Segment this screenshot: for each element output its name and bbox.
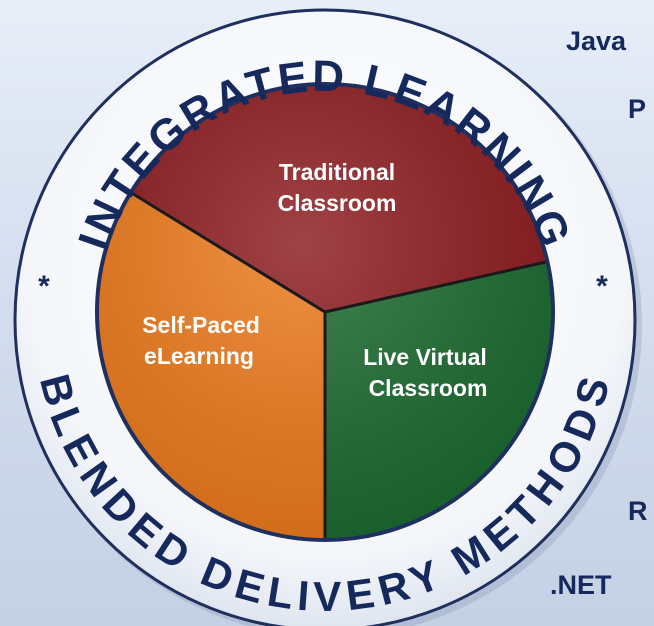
label-traditional-line1: Traditional [279, 159, 395, 185]
divider-line [129, 190, 326, 314]
label-livevirtual-line2: Classroom [369, 375, 488, 401]
side-text-p: P [628, 94, 647, 124]
pie-border [95, 82, 555, 542]
label-traditional-line2: Classroom [278, 190, 397, 216]
label-livevirtual-line1: Live Virtual [363, 344, 487, 370]
side-text-java: Java [566, 26, 627, 56]
divider-line [324, 260, 547, 314]
label-selfpaced-line2: eLearning [144, 343, 254, 369]
separator-right: * [596, 270, 608, 303]
side-text-net: .NET [550, 570, 612, 600]
side-text-r: R [628, 496, 648, 526]
separator-left: * [38, 270, 50, 303]
label-selfpaced-line1: Self-Paced [142, 312, 260, 338]
